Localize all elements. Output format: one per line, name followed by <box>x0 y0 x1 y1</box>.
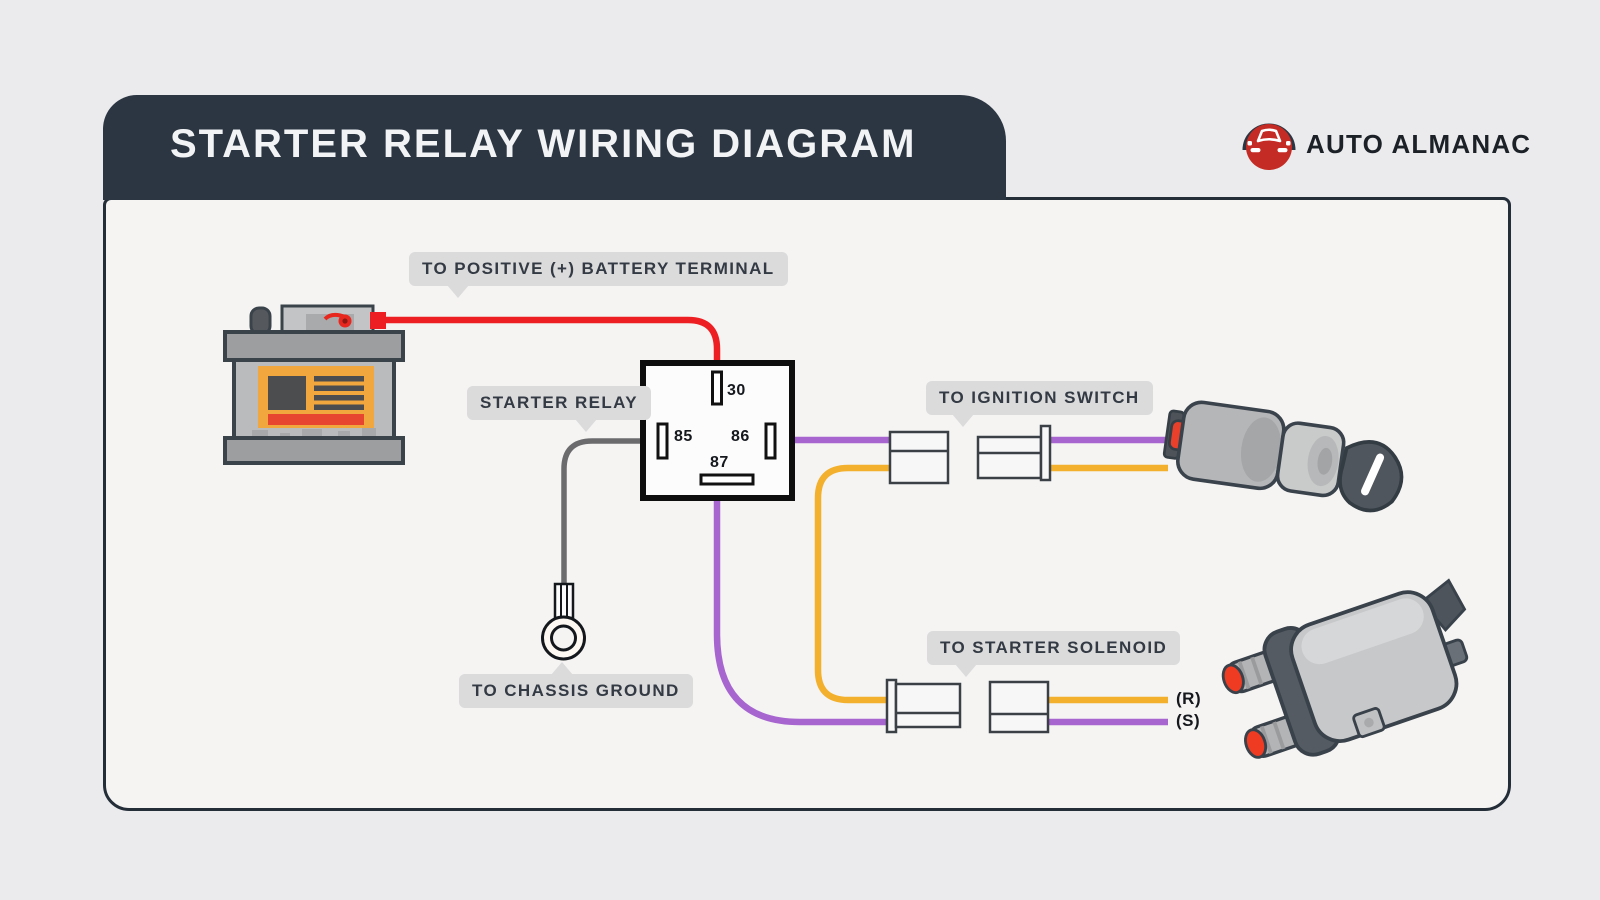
wire-label-S: (S) <box>1176 711 1201 730</box>
logo-headlight-left <box>1250 148 1261 153</box>
connector-ignition-flange <box>1039 424 1052 482</box>
logo-headlight-right <box>1277 148 1288 153</box>
callout-starter-relay: STARTER RELAY <box>467 386 651 431</box>
callout-starter-solenoid: TO STARTER SOLENOID <box>927 631 1181 676</box>
relay-pin-label-86: 86 <box>731 428 750 445</box>
battery-illustration <box>223 304 405 465</box>
battery-body-texture <box>252 428 376 438</box>
wire-battery-positive <box>383 316 721 380</box>
solenoid-terminal-lower-tip <box>1244 728 1268 759</box>
connector-solenoid-flange <box>885 678 898 734</box>
relay-pin-30 <box>711 370 723 406</box>
ring-terminal-hole <box>550 624 577 652</box>
relay-pin-label-85: 85 <box>674 428 693 445</box>
logo-mirror-left <box>1247 141 1252 146</box>
car-logo-icon <box>1242 123 1296 170</box>
relay-pin-label-87: 87 <box>710 454 729 471</box>
battery-bottom-flange <box>223 436 405 465</box>
ring-terminal-crimp <box>553 582 575 620</box>
ignition-switch-illustration <box>1162 400 1404 513</box>
wire-label-R: (R) <box>1176 689 1202 708</box>
battery-top-flange <box>223 330 405 362</box>
wire-solenoid-purple-87 <box>713 490 935 726</box>
battery-clamp-center <box>342 318 348 324</box>
connector-ignition-left <box>888 430 950 485</box>
relay-pin-87 <box>699 473 755 486</box>
battery-positive-terminal <box>370 312 386 329</box>
starter-solenoid-illustration <box>1221 578 1469 759</box>
callout-battery-terminal: TO POSITIVE (+) BATTERY TERMINAL <box>409 252 788 297</box>
key-slot <box>1360 453 1385 496</box>
inline-connector-pair-ignition <box>888 424 1052 485</box>
diagram-panel <box>103 197 1511 811</box>
callout-chassis-ground: TO CHASSIS GROUND <box>459 662 693 708</box>
brand-name: AUTO ALMANAC <box>1306 129 1532 159</box>
logo-windshield <box>1256 128 1282 143</box>
relay-pin-label-30: 30 <box>727 382 746 399</box>
logo-mirror-right <box>1286 141 1291 146</box>
battery-label <box>258 366 374 428</box>
starter-relay-box <box>640 360 795 501</box>
callout-ignition-switch: TO IGNITION SWITCH <box>926 381 1153 426</box>
connector-solenoid-left <box>894 682 962 729</box>
header-bar: STARTER RELAY WIRING DIAGRAM <box>103 95 1006 200</box>
solenoid-terminal-upper-tip <box>1221 663 1245 695</box>
relay-pin-85 <box>656 422 669 460</box>
relay-pin-86 <box>764 422 777 460</box>
wire-chassis-ground <box>561 438 660 590</box>
inline-connector-pair-solenoid <box>885 678 1050 734</box>
page-title: STARTER RELAY WIRING DIAGRAM <box>170 122 917 166</box>
chassis-ground-ring-terminal <box>541 582 586 661</box>
connector-ignition-right <box>976 435 1043 480</box>
wire-ignition-yellow-loop <box>814 464 930 704</box>
connector-solenoid-right <box>988 680 1050 734</box>
